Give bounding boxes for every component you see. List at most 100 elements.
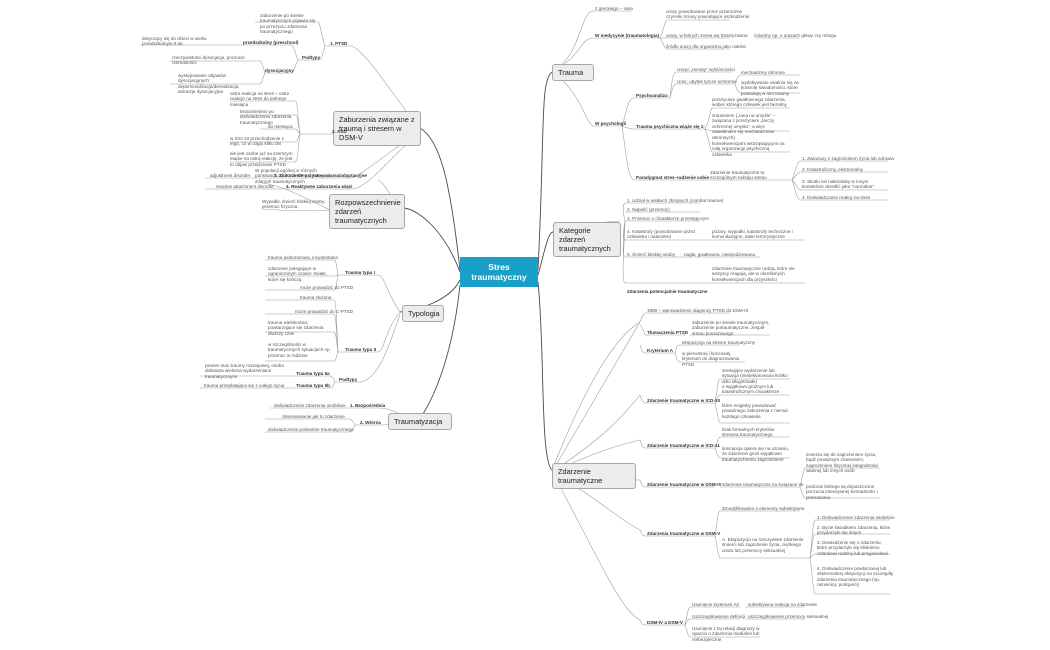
- branch-zaburzenia[interactable]: Zaburzenia związane z traumą i stresem w…: [333, 111, 421, 146]
- trauma-med-3: źródło urazy dla organizmu jako całości: [666, 44, 747, 49]
- zd-dsm4-desc: zdarzenie traumatyczne za związane ze: [722, 482, 804, 487]
- zd-dsm5-a: A. Ekspozycja na rzeczywiste zdarzenie ś…: [722, 537, 804, 553]
- zd-dsm4-a: zmierza się do zagrożeniem życia, bądź p…: [806, 452, 879, 474]
- kat-4-desc: pożary, wypadki, katastrofy techniczne i…: [712, 229, 793, 240]
- trauma-psa-2: Uraz, ubytek tyrcze ochronne: [677, 79, 737, 84]
- kat-5: 5. Śmierć bliskiej osoby: [627, 252, 675, 257]
- trauma-med-2: urazy, w których zerwa się historyzowna: [666, 33, 748, 38]
- zd-icd11-a: brak formalnych kryteriów stresora traum…: [722, 427, 775, 438]
- zd-icd11-b: koncepcja opiera się na uznaniu, że zdar…: [722, 446, 789, 462]
- typ-t1b: zdarzenie polegające w ograniczonym czas…: [268, 266, 327, 282]
- trauma-greek: z greckiego – rana: [595, 6, 633, 11]
- typ-t1a: trauma jednorazowa, incydentalna: [268, 255, 338, 260]
- branch-rozpowszechnienie[interactable]: Rozpowszechnienie zdarzeń traumatycznych: [329, 194, 405, 229]
- zd-dsm5-3: 3. Dowiedzenie się o zdarzeniu, które pr…: [817, 540, 888, 556]
- trauma-paradyg-4: 4. Doświadczanie reakcji na stres: [802, 195, 871, 200]
- tr-wt-2: doświadczenie pośrednie traumatycznego: [268, 427, 354, 432]
- trauma-paradyg-1: 1. Zwiazany z zagrożeniem życia lub zdro…: [802, 156, 894, 161]
- zd-cmp-2: Uszczegółowienie definicji: [692, 614, 746, 619]
- zab-asd-1: ostra reakcja na stres – ostre reakcje n…: [230, 91, 290, 107]
- trauma-med-1: urazy powodowane przez przemożne czynnik…: [666, 9, 750, 20]
- zab-asd-3: do miesiąca: [268, 124, 293, 129]
- kat-2: 2. Napaść (przemoc): [627, 207, 670, 212]
- zd-dsm5-desc: Zmodyfikowano o elementy subiektywne: [722, 506, 805, 511]
- zd-ptsd-desc: zaburzenie po stresie traumatycznym, zab…: [692, 320, 770, 336]
- zd-icd10-a: stresujące wydarzenie lub sytuacja (nied…: [722, 368, 788, 384]
- zab-dys-1: rzeczywistości dysocjacja, poczucie nier…: [172, 55, 245, 66]
- zd-dsm4: Zdarzenie traumatyczne w DSM-IV: [647, 482, 722, 487]
- trauma-paradyg-desc: Zdarzenie traumatyczne to szczególnym ro…: [710, 170, 767, 181]
- typ-t2c: trauma wielokrotna, powtarzające się zda…: [268, 320, 324, 336]
- zd-dsm5-2: 2. Bycie świadkiem zdarzenia, które przy…: [817, 525, 891, 536]
- trauma-psych: W psychologii: [595, 121, 627, 126]
- zd-cmp-1b: subiektywna reakcja na zdarzenie: [748, 602, 817, 607]
- zab-adj: 3. Zaburzenie przystosowania/adaptacyjne: [274, 173, 367, 178]
- zd-dsm4-b: podczas którego są dopuszczone poczucia …: [806, 484, 878, 500]
- zab-przed-desc: dotyczący się do dzieci w wieku przedszk…: [142, 36, 207, 47]
- trauma-psywl: Trauma psychiczna wiąże się z:: [636, 124, 705, 129]
- typ-tb: Trauma typu IIb: [296, 383, 330, 388]
- kat-5-desc: nagła, gwałtowna, niespodziewana: [684, 252, 755, 257]
- branch-traumatyzacja[interactable]: Traumatyzacja: [388, 413, 452, 430]
- zab-asd-5: ale jest osobe już na szerszym etapie na…: [230, 151, 293, 167]
- zab-przed: przedszkolny (preschool): [243, 40, 299, 45]
- zab-ptsd: 1. PTSD: [330, 41, 348, 46]
- tr-bez: 1. Bezpośrednia: [350, 403, 386, 408]
- zd-dsm5: Zdarzenia traumatyczne w DSM-V: [647, 531, 721, 536]
- zd-ka: Kryterium A: [647, 348, 674, 353]
- kat-pot-desc: zdarzenie traumatyczne rodzaj, które nie…: [712, 266, 795, 282]
- zd-cmp-3: Usunięcie z tej relacji diagnozy w oparc…: [692, 626, 760, 642]
- zd-cmp-2b: uszczegółowienie przemocy seksualnej: [748, 614, 829, 619]
- zd-cmp-1: Usunięcie kryterium A2: [692, 602, 739, 607]
- typ-tb-desc: trauma przeplatająca się z całego życia: [204, 383, 285, 388]
- zd-ka-1: ekspozycja na stresor traumatyczny: [682, 340, 756, 345]
- kat-pot: Zdarzenia potencjalnie traumatyczne: [627, 289, 708, 294]
- trauma-psa-1: Uszyc „tematy” wybiórczości: [677, 67, 735, 72]
- roz-1: W populacji ogólnej w różnych państwach …: [255, 168, 330, 184]
- trauma-psywl-1: przeżyciem gwałtownego zdarzenia, wobec …: [712, 97, 787, 108]
- trauma-med: W medycynie (traumatologia): [595, 33, 660, 38]
- zd-cmp: DSM-IV a DSM-V: [647, 620, 683, 625]
- typ-t2: Trauma typu II: [345, 347, 377, 352]
- trauma-paradyg-2: 2. Katastroficzny, ekstremalny: [802, 167, 863, 172]
- kat-4: 4. Katastrofy (powodowane przez człowiek…: [627, 229, 696, 240]
- zd-ka-2: w pierwotnej i końcowej kryterium do dia…: [682, 351, 740, 367]
- zab-rad: 4. Reaktywne zaburzenia więzi: [286, 184, 353, 189]
- zab-dys: dysocjacyjny: [265, 68, 294, 73]
- zd-dsm5-4: 4. Doświadczenie powtarzanej lub ekstrem…: [817, 566, 894, 588]
- branch-typologia[interactable]: Typologia: [402, 305, 444, 322]
- trauma-paradyg-3: 3. Skutki nie należałoby w innym kontekś…: [802, 179, 874, 190]
- zab-podtypy: Podtypy: [302, 55, 321, 60]
- zd-ptsd: Tłumaczenia PTSD: [647, 330, 689, 335]
- trauma-psa-2b: wydobywanie uwalnia się za kontrolę świa…: [741, 80, 799, 96]
- zab-asd-4: w ICD-10 przechodzenie z tego, co w ciąg…: [230, 136, 284, 147]
- roz-2: Wypadki, śmierć bliskiej osoby, przemoc …: [262, 199, 326, 210]
- typ-t2a: trauma złożona: [300, 295, 332, 300]
- trauma-psa-2a: mechanizmy obronne: [741, 70, 785, 75]
- zd-icd10: Zdarzenie traumatyczne w ICD-10: [647, 398, 721, 403]
- branch-trauma[interactable]: Trauma: [552, 64, 594, 81]
- trauma-psywl-2: zranieniem („rana na umyśle” – związana …: [712, 113, 776, 140]
- trauma-paradyg: Paradygmat stres–radzenie sobie: [636, 175, 710, 180]
- typ-ta: Trauma typu IIa: [296, 371, 330, 376]
- typ-pod: Podtypy: [339, 377, 358, 382]
- zd-dsm5-1: 1. Doświadczenie zdarzenia osobiście: [817, 515, 895, 520]
- trauma-med-2b: mówimy np. o urazach głowy czy mózgu: [754, 33, 837, 38]
- kat-1: 1. Udział w walkach zbrojnych (combat tr…: [627, 198, 724, 203]
- typ-t1c: może prowadzić do PTSD: [300, 285, 354, 290]
- zd-icd11: Zdarzenie traumatyczne w ICD-11: [647, 443, 720, 448]
- central-topic[interactable]: Stres traumatyczny: [460, 257, 538, 287]
- tr-wt: 2. Wtórna: [360, 420, 381, 425]
- typ-t2d: w szczególności w traumatycznych sytuacj…: [268, 342, 331, 358]
- zab-rad-desc: reactive attachment disorder: [216, 184, 274, 189]
- branch-kategorie[interactable]: Kategorie zdarzeń traumatycznych: [553, 222, 621, 257]
- typ-ta-desc: pewien stan traumy rozwojowej, osoba dot…: [205, 363, 284, 379]
- tr-bez-desc: doświadczenie zdarzenia osobiście: [274, 403, 346, 408]
- branch-zdarzenie[interactable]: Zdarzenie traumatyczne: [552, 463, 636, 489]
- zab-asd-2: bezpośrednio po doświadczeniu zdarzenia …: [240, 109, 292, 125]
- zd-icd10-b: o wyjątkowo groźnym lub katastroficznym …: [722, 384, 780, 395]
- typ-t2b: może prowadzić do C-PTSD: [295, 309, 353, 314]
- zab-adj-desc: adjustment disorder: [210, 173, 251, 178]
- zab-ptsd-desc: zaburzenie po stresie traumatycznym poja…: [260, 13, 316, 35]
